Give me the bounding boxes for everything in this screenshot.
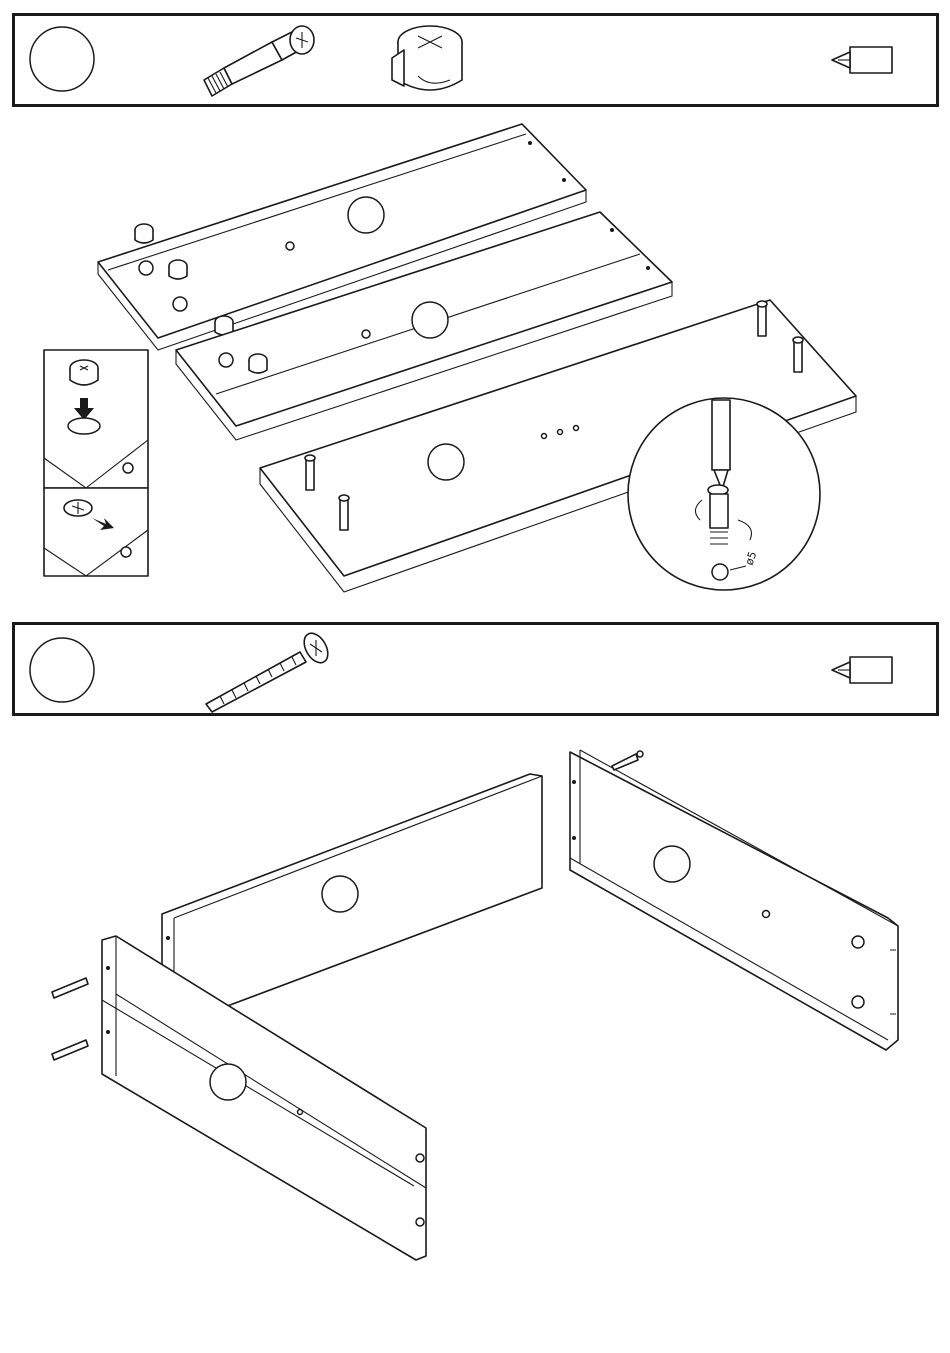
cam-lock-nut-icon: [392, 26, 462, 90]
wood-screw-icon: [52, 978, 88, 1060]
phillips-screwdriver-icon: [832, 657, 892, 683]
part-count-circle-1: [30, 27, 94, 91]
part-count-circle-2: [30, 638, 94, 702]
wood-screw-icon: [206, 629, 333, 712]
detail-magnifier-dowel: ø5: [628, 398, 820, 590]
cam-lock-nut-icon: [249, 354, 267, 373]
phillips-screwdriver-icon: [832, 47, 892, 73]
drawer-right-side-panel: [570, 750, 898, 1050]
drawer-back-panel: [162, 774, 542, 1026]
cam-dowel-bolt-icon: [204, 26, 314, 96]
wood-screw-icon: [612, 751, 643, 770]
detail-inset-insert-cam: [44, 350, 148, 488]
detail-inset-rotate-cam: [44, 488, 148, 576]
